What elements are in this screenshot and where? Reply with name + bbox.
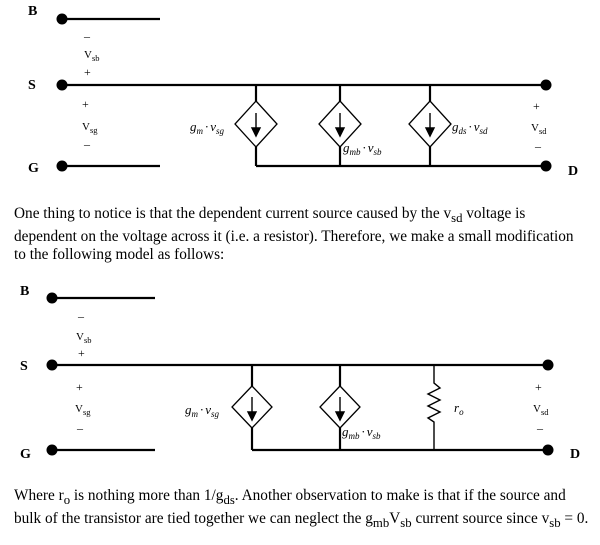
vsb-plus: + (84, 65, 91, 79)
terminal-s (46, 359, 58, 371)
vsb-minus: – (77, 309, 85, 323)
circuit-diagram-2: B S G D – Vsb + + Vsg – + Vsd – gm·vsg g… (20, 284, 580, 462)
gmb-source-label: gmb·vsb (343, 140, 382, 157)
label-b: B (28, 4, 37, 19)
terminal-d (542, 444, 554, 456)
vsd-label: Vsd (531, 122, 547, 136)
vsb-minus: – (83, 29, 91, 43)
ro-label: ro (454, 400, 464, 417)
vsb-plus: + (78, 346, 85, 360)
label-s: S (20, 359, 28, 374)
label-b: B (20, 284, 29, 299)
vsd-label: Vsd (533, 403, 549, 417)
gm-source-label: gm·vsg (185, 402, 220, 419)
vsg-label: Vsg (75, 403, 91, 417)
label-g: G (20, 447, 31, 462)
gmb-source-label: gmb·vsb (342, 424, 381, 441)
vsg-minus: – (76, 421, 84, 435)
vsg-minus: – (83, 137, 91, 151)
vsb-label: Vsb (84, 49, 100, 63)
vsg-plus: + (82, 97, 89, 111)
vsg-plus: + (76, 380, 83, 394)
gm-source-label: gm·vsg (190, 119, 225, 136)
circuit-diagram-1: B S G D – Vsb + + Vsg – + Vsd – gm·vsg g… (28, 4, 578, 179)
vsg-label: Vsg (82, 121, 98, 135)
node-right-top (542, 359, 554, 371)
label-s: S (28, 78, 36, 93)
terminal-d (540, 160, 552, 172)
terminal-b (46, 292, 58, 304)
paragraph-ro-explanation: Where ro is nothing more than 1/gds. Ano… (14, 487, 589, 530)
terminal-g (46, 444, 58, 456)
resistor-ro (426, 365, 442, 450)
label-d: D (570, 447, 580, 462)
gds-source-label: gds·vsd (452, 119, 488, 136)
terminal-s (56, 79, 68, 91)
terminal-b (56, 13, 68, 25)
vsd-plus: + (535, 380, 542, 394)
vsd-minus: – (534, 139, 542, 153)
vsd-minus: – (536, 421, 544, 435)
node-right-top (540, 79, 552, 91)
label-g: G (28, 161, 39, 176)
paragraph-dependent-source: One thing to notice is that the dependen… (14, 205, 574, 264)
vsd-plus: + (533, 99, 540, 113)
vsb-label: Vsb (76, 331, 92, 345)
terminal-g (56, 160, 68, 172)
label-d: D (568, 164, 578, 179)
